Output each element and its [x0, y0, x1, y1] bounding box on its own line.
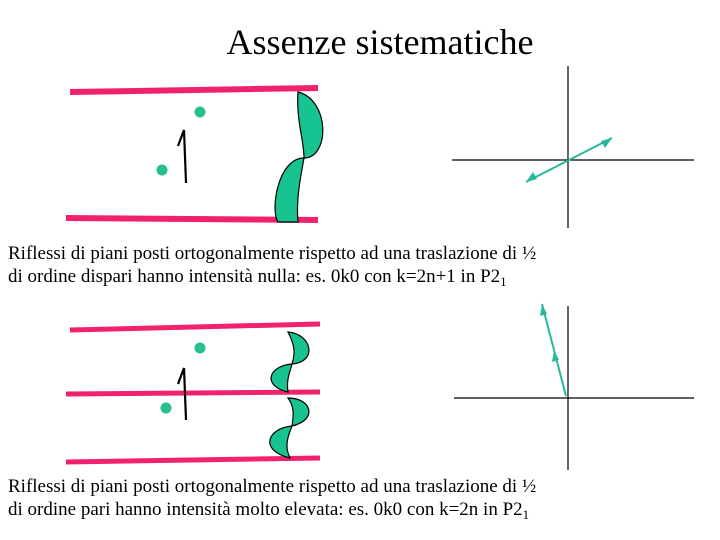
caption-line: di ordine pari hanno intensità molto ele…	[8, 498, 536, 521]
caption-line: Riflessi di piani posti ortogonalmente r…	[8, 476, 537, 497]
crystal-plane-bottom	[65, 455, 321, 465]
wave-lobe	[274, 157, 305, 223]
screw-axis-symbol	[176, 129, 188, 184]
subscript: 1	[522, 507, 530, 522]
arrow-head	[552, 350, 559, 362]
caption-odd-order: Riflessi di piani posti ortogonalmente r…	[8, 242, 536, 288]
wave-lobe	[286, 331, 310, 365]
arrow-head	[601, 138, 612, 148]
atom	[160, 402, 172, 414]
caption-text: di ordine pari hanno intensità molto ele…	[8, 499, 523, 520]
wave-lobe	[270, 363, 293, 393]
screw-axis-symbol	[176, 367, 188, 421]
atom	[194, 342, 206, 354]
even-order-panel	[65, 303, 694, 470]
wave-lobe	[286, 397, 310, 427]
caption-line: Riflessi di piani posti ortogonalmente r…	[8, 243, 537, 264]
wave-lobe	[297, 91, 324, 159]
crystal-plane-top	[69, 85, 319, 95]
odd-order-panel	[65, 66, 694, 228]
caption-line: di ordine dispari hanno intensità nulla:…	[8, 265, 536, 288]
subscript: 1	[500, 274, 507, 289]
caption-even-order: Riflessi di piani posti ortogonalmente r…	[8, 475, 536, 521]
caption-text: di ordine dispari hanno intensità nulla:…	[8, 266, 501, 287]
diffraction-vector	[525, 137, 613, 183]
crystal-plane-top	[69, 321, 321, 333]
wave-lobe	[269, 425, 293, 459]
crystal-plane-bottom	[65, 215, 319, 223]
atom	[156, 164, 168, 176]
arrow-head	[540, 304, 547, 316]
arrow-head	[526, 172, 537, 182]
crystal-plane-middle	[65, 389, 321, 397]
page-title: Assenze sistematiche	[226, 22, 534, 62]
atom	[194, 106, 206, 118]
